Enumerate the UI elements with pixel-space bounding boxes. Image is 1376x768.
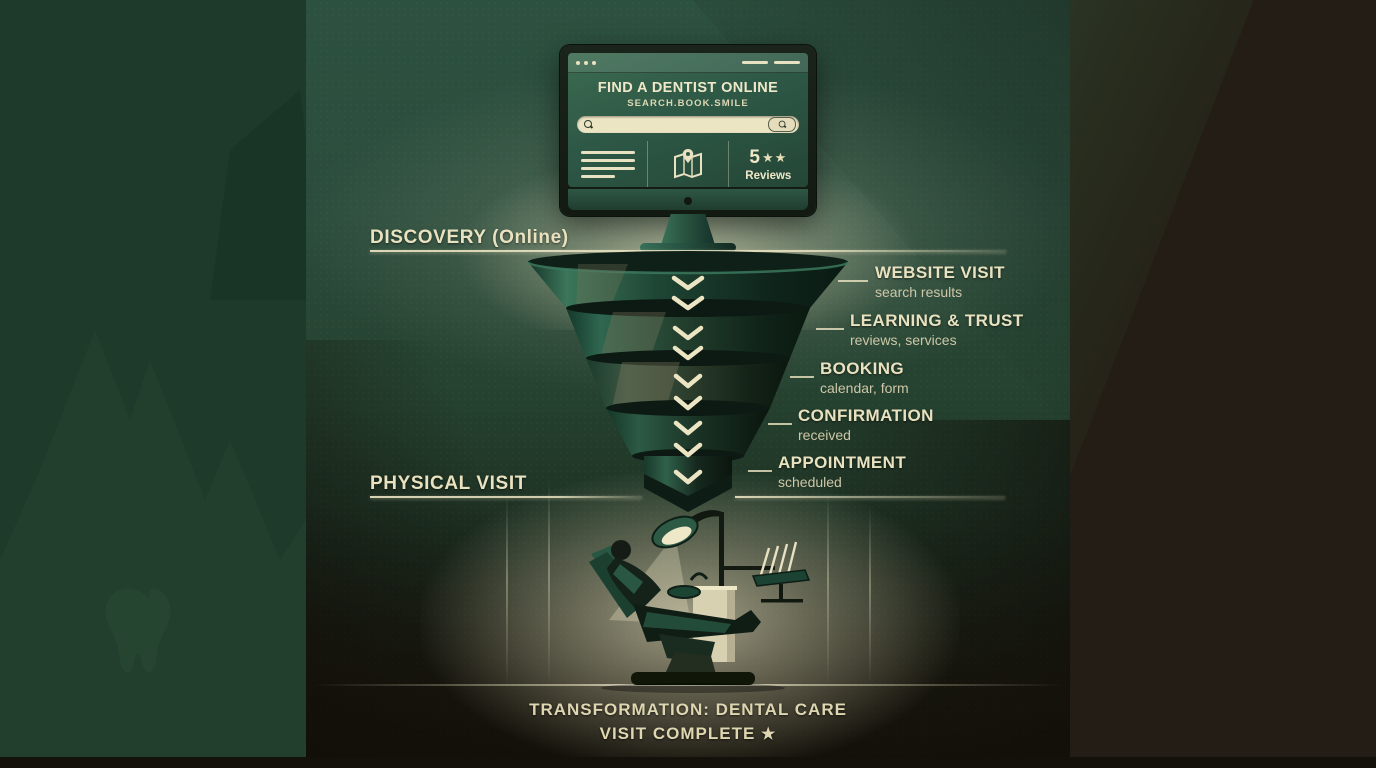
tooth-silhouette: [105, 588, 171, 673]
left-background-band: [0, 0, 306, 768]
funnel-step-appointment: APPOINTMENT scheduled: [778, 453, 906, 490]
dental-chair-illustration: [589, 510, 811, 693]
reviews-label: Reviews: [745, 169, 792, 182]
star-icon: ★: [761, 726, 777, 743]
magnifier-icon: [778, 120, 786, 129]
funnel-step-learning-trust: LEARNING & TRUST reviews, services: [850, 311, 1024, 348]
funnel-tier-1: [528, 262, 848, 308]
step-title: CONFIRMATION: [798, 406, 934, 425]
map-block: [647, 141, 727, 187]
connector-line: [790, 376, 814, 378]
footer-caption: TRANSFORMATION: DENTAL CARE VISIT COMPLE…: [306, 700, 1070, 744]
connector-line: [768, 423, 792, 425]
discovery-stage-label: DISCOVERY (Online): [370, 227, 569, 248]
dental-lamp-icon: [651, 515, 699, 549]
toolbar-line-icon: [742, 61, 768, 64]
tree-silhouettes: [0, 90, 306, 768]
funnel-tier-3: [586, 358, 790, 408]
reviews-block: 5 ★★ Reviews: [727, 141, 808, 187]
funnel-tier-2: [566, 308, 810, 358]
footer-line1: TRANSFORMATION: DENTAL CARE: [529, 700, 847, 719]
step-title: LEARNING & TRUST: [850, 311, 1024, 330]
step-subtitle: search results: [875, 284, 963, 300]
connector-line: [748, 470, 772, 472]
search-button: [768, 117, 796, 132]
lamp-pole: [719, 512, 724, 644]
step-title: BOOKING: [820, 359, 905, 378]
window-dot-icon: [592, 60, 596, 65]
magnifier-icon: [584, 120, 593, 129]
screen-subtitle: SEARCH.BOOK.SMILE: [627, 98, 749, 109]
step-title: WEBSITE VISIT: [875, 263, 1005, 282]
desktop-monitor: FIND A DENTIST ONLINE SEARCH.BOOK.SMILE: [560, 45, 816, 216]
monitor-base: [640, 243, 736, 252]
connector-line: [838, 280, 868, 282]
funnel-step-confirmation: CONFIRMATION received: [798, 406, 934, 443]
step-title: APPOINTMENT: [778, 453, 907, 472]
funnel-step-booking: BOOKING calendar, form: [820, 359, 909, 396]
step-subtitle: reviews, services: [850, 332, 957, 348]
instrument-tray: [751, 541, 811, 603]
physical-stage-label: PHYSICAL VISIT: [370, 473, 527, 494]
funnel-step-website-visit: WEBSITE VISIT search results: [875, 263, 1005, 300]
toolbar-line-icon: [774, 61, 800, 64]
screen-title: FIND A DENTIST ONLINE: [597, 80, 779, 96]
window-dot-icon: [584, 60, 588, 65]
star-icons: ★★: [761, 149, 788, 165]
connector-line: [816, 328, 844, 330]
list-lines-icon: [580, 150, 635, 178]
physical-divider-right: [735, 496, 1005, 498]
window-dot-icon: [576, 60, 580, 65]
rating-number: 5: [749, 146, 760, 168]
monitor-chin: [568, 189, 808, 210]
faucet: [689, 572, 709, 581]
physical-divider-left: [370, 496, 642, 498]
right-background-band: [1070, 0, 1376, 768]
patient-on-chair: [589, 540, 785, 693]
search-input: [577, 116, 799, 133]
search-results-block: [568, 141, 647, 187]
step-subtitle: calendar, form: [820, 380, 909, 396]
browser-screen: FIND A DENTIST ONLINE SEARCH.BOOK.SMILE: [568, 53, 808, 187]
monitor-stand: [661, 214, 715, 245]
map-pin-icon: [673, 149, 702, 179]
down-chevron-icons: [671, 275, 705, 485]
camera-dot-icon: [684, 197, 692, 205]
conversion-funnel: [526, 251, 850, 512]
bottom-border: [0, 757, 1376, 768]
step-subtitle: received: [798, 427, 851, 443]
screen-feature-row: 5 ★★ Reviews: [568, 141, 808, 187]
spittoon-sink: [667, 585, 701, 599]
browser-toolbar: [568, 53, 808, 73]
footer-line2: VISIT COMPLETE: [599, 724, 756, 743]
step-subtitle: scheduled: [778, 474, 842, 490]
